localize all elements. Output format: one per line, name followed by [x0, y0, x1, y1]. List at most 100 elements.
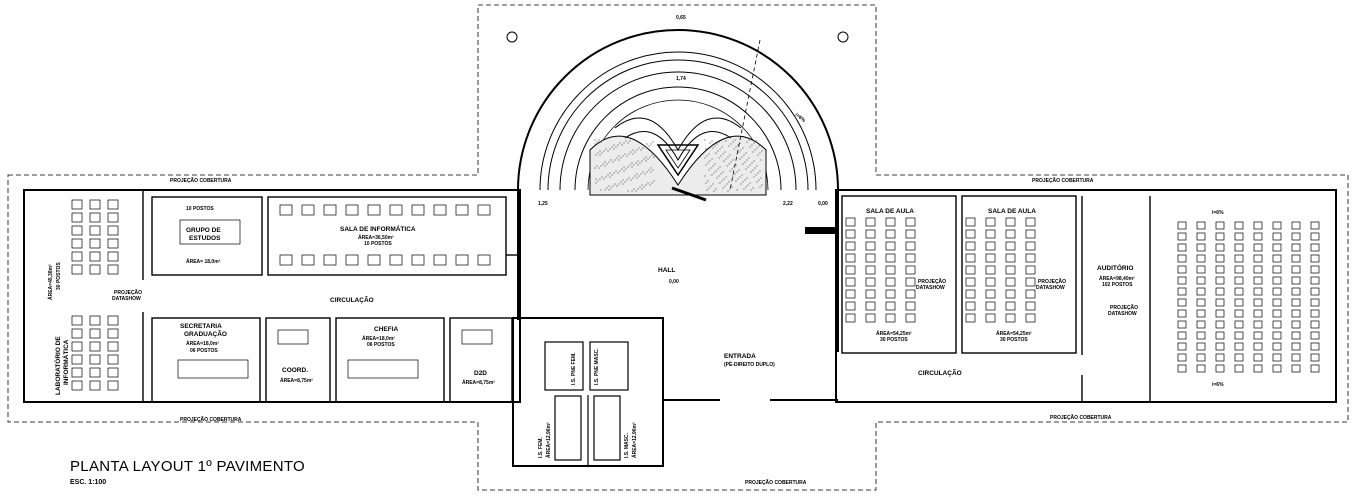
hatch-dot: [644, 145, 646, 147]
seat: [885, 217, 896, 227]
hatch-dot: [715, 188, 717, 190]
seat: [1177, 254, 1187, 263]
seat: [985, 265, 996, 275]
seat: [107, 199, 119, 210]
hatch-dot: [616, 157, 618, 159]
class1-projection-2: DATASHOW: [916, 285, 945, 291]
hatch-dot: [711, 174, 713, 176]
hatch-dot: [618, 183, 620, 185]
seat: [71, 251, 83, 262]
hatch-dot: [721, 146, 723, 148]
hatch-dot: [735, 146, 737, 148]
hatch-dot: [707, 180, 709, 182]
hatch-dot: [704, 157, 706, 159]
seat: [865, 241, 876, 251]
seat: [905, 277, 916, 287]
hatch-dot: [608, 185, 610, 187]
hatch-dot: [649, 184, 651, 186]
seat: [1291, 298, 1301, 307]
roof-label-bottom-right: PROJEÇÃO COBERTURA: [1050, 414, 1112, 421]
seat: [411, 204, 425, 216]
study-name-1: GRUPO DE: [186, 227, 221, 234]
hatch-dot: [594, 167, 596, 169]
hatch-dot: [598, 139, 600, 141]
seat: [107, 212, 119, 223]
seat: [1215, 243, 1225, 252]
seat: [367, 204, 381, 216]
seat: [1253, 276, 1263, 285]
hatch-dot: [705, 148, 707, 150]
hatch-dot: [599, 150, 601, 152]
hatch-dot: [610, 159, 612, 161]
hatch-dot: [617, 144, 619, 146]
seat: [107, 380, 119, 391]
seat: [323, 254, 337, 266]
seat: [885, 313, 896, 323]
roof-label-bottom-center: PROJEÇÃO COBERTURA: [745, 479, 807, 486]
seat: [301, 204, 315, 216]
hatch-dot: [745, 186, 747, 188]
seat: [1234, 276, 1244, 285]
seat: [845, 265, 856, 275]
seat: [1025, 241, 1036, 251]
hatch-dot: [755, 174, 757, 176]
seat: [1272, 331, 1282, 340]
hatch-dot: [637, 188, 639, 190]
hatch-dot: [604, 161, 606, 163]
hatch-dot: [761, 184, 763, 186]
auditorium-name: AUDITÓRIO: [1097, 263, 1133, 272]
hatch-dot: [714, 163, 716, 165]
coord-name: COORD.: [282, 367, 308, 374]
hatch-dot: [721, 180, 723, 182]
hatch-dot: [742, 163, 744, 165]
seat: [1196, 243, 1206, 252]
hatch-dot: [650, 167, 652, 169]
seat: [89, 328, 101, 339]
hatch-dot: [754, 149, 756, 151]
lab-name-2: INFORMÁTICA: [61, 339, 70, 385]
seat: [1272, 309, 1282, 318]
hatch-dot: [636, 177, 638, 179]
hatch-dot: [744, 179, 746, 181]
hatch-dot: [752, 169, 754, 171]
level-5: 0,00: [818, 201, 828, 207]
hatch-dot: [736, 171, 738, 173]
hatch-dot: [736, 189, 738, 191]
seat: [865, 217, 876, 227]
seat: [301, 254, 315, 266]
hatch-dot: [732, 159, 734, 161]
seat: [1196, 298, 1206, 307]
seat: [433, 204, 447, 216]
chefia-name: CHEFIA: [374, 326, 399, 333]
restroom-partitions: [544, 341, 629, 466]
hatch-dot: [727, 156, 729, 158]
class2-projection-2: DATASHOW: [1036, 285, 1065, 291]
hatch-dot: [606, 187, 608, 189]
seat: [1291, 320, 1301, 329]
hatch-dot: [741, 174, 743, 176]
hatch-dot: [756, 181, 758, 183]
hatch-dot: [632, 149, 634, 151]
hatch-dot: [715, 170, 717, 172]
seat: [107, 264, 119, 275]
seat: [1234, 320, 1244, 329]
hatch-dot: [600, 141, 602, 143]
hatch-dot: [756, 165, 758, 167]
hatch-dot: [708, 187, 710, 189]
hatch-dot: [717, 168, 719, 170]
seat: [965, 289, 976, 299]
furniture-layer: [71, 199, 1320, 391]
hatch-dot: [735, 180, 737, 182]
hatch-dot: [601, 176, 603, 178]
hatch-dot: [738, 169, 740, 171]
hatch-dot: [595, 182, 597, 184]
seat: [71, 341, 83, 352]
seat: [905, 301, 916, 311]
hatch-dot: [722, 171, 724, 173]
seat: [885, 253, 896, 263]
hatch-dot: [608, 161, 610, 163]
seat: [1215, 265, 1225, 274]
seat: [885, 229, 896, 239]
hatch-dot: [601, 152, 603, 154]
hatch-dot: [740, 149, 742, 151]
